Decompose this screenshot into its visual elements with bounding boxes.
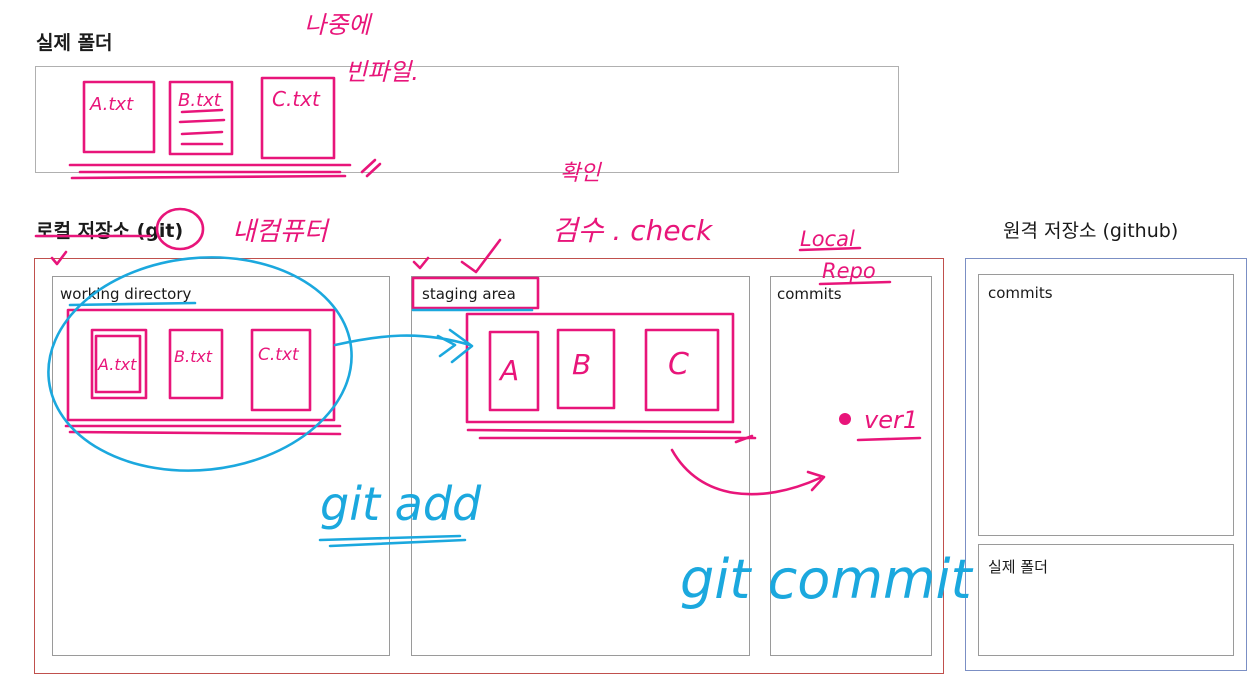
- staging-area-label: staging area: [422, 285, 516, 303]
- local-commits-box: commits: [770, 276, 932, 656]
- working-directory-label: working directory: [60, 285, 192, 303]
- note-review-check: 검수 . check: [552, 214, 714, 247]
- remote-real-folder-box: 실제 폴더: [978, 544, 1234, 656]
- remote-commits-box: commits: [978, 274, 1234, 536]
- note-my-computer: 내컴퓨터: [232, 217, 331, 247]
- local-repo-title: 로컬 저장소 (git): [36, 220, 184, 242]
- remote-repo-box: [965, 258, 1247, 671]
- real-folder-box: [35, 66, 899, 173]
- local-commits-label: commits: [777, 285, 842, 303]
- remote-repo-title: 원격 저장소 (github): [1003, 220, 1179, 242]
- remote-real-folder-label: 실제 폴더: [988, 558, 1048, 576]
- real-folder-title: 실제 폴더: [36, 32, 113, 54]
- staging-area-box: staging area: [411, 276, 750, 656]
- remote-commits-label: commits: [988, 284, 1053, 302]
- note-later-line1: 나중에: [304, 11, 373, 39]
- note-local: Local: [800, 227, 855, 251]
- working-directory-box: working directory: [52, 276, 390, 656]
